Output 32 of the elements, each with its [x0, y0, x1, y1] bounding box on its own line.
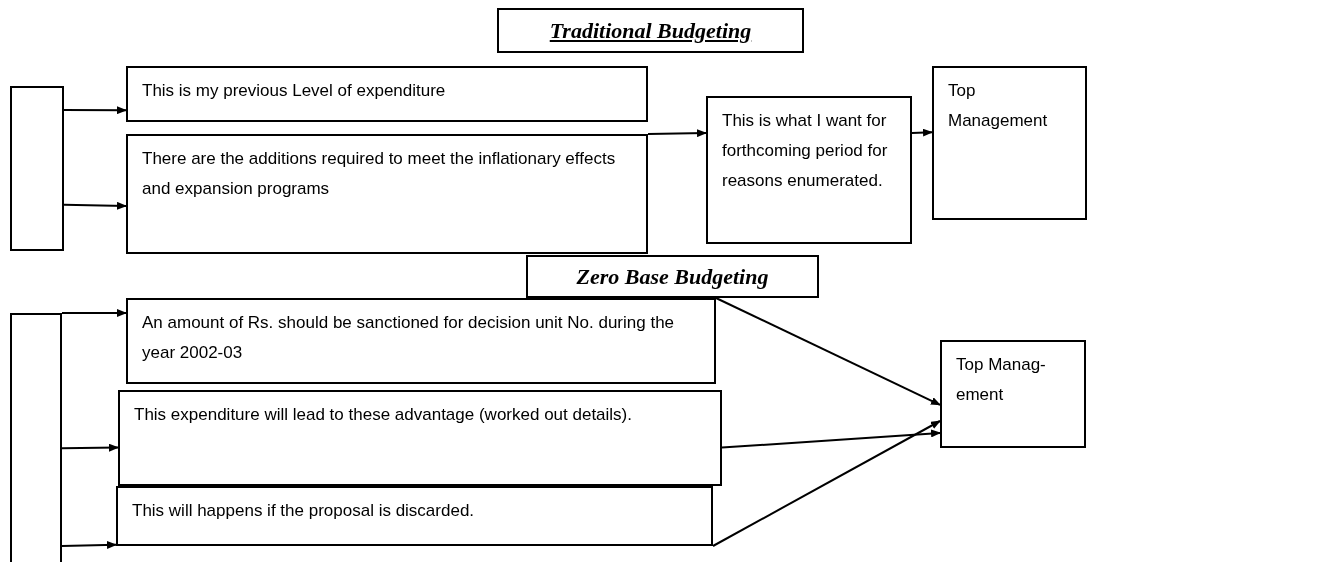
box-text: This will happens if the proposal is discarded.	[132, 500, 476, 522]
text-box	[116, 486, 713, 546]
box-text: This expenditure will lead to these advantage (worked out details).	[134, 404, 633, 426]
arrow	[63, 106, 127, 115]
heading-box	[526, 255, 819, 298]
empty-box	[10, 86, 64, 251]
arrow	[61, 443, 119, 452]
text-box	[118, 390, 722, 486]
box-text: There are the additions required to meet the inflationary effects and expansion programs	[142, 148, 617, 200]
arrow	[647, 129, 707, 138]
arrow	[721, 429, 941, 449]
heading-text: Traditional Budgeting	[548, 17, 753, 44]
text-box	[932, 66, 1087, 220]
box-text: This is my previous Level of expenditure	[142, 80, 447, 102]
text-box	[706, 96, 912, 244]
box-text: Top Management	[948, 80, 1049, 132]
text-box	[126, 66, 648, 122]
arrow	[61, 541, 117, 549]
empty-box	[10, 313, 62, 562]
arrow	[715, 297, 941, 406]
arrow	[61, 309, 127, 317]
arrow	[911, 128, 933, 137]
heading-box	[497, 8, 804, 53]
box-text: An amount of Rs. should be sanctioned for decision unit No. during the year 2002-03	[142, 312, 676, 364]
text-box	[126, 298, 716, 384]
box-text: Top Manag-ement	[956, 354, 1047, 406]
text-box	[126, 134, 648, 254]
arrow	[63, 201, 127, 210]
arrow	[712, 420, 941, 547]
box-text: This is what I want for forthcoming period for reasons enumerated.	[722, 110, 889, 192]
text-box	[940, 340, 1086, 448]
heading-text: Zero Base Budgeting	[575, 263, 770, 290]
